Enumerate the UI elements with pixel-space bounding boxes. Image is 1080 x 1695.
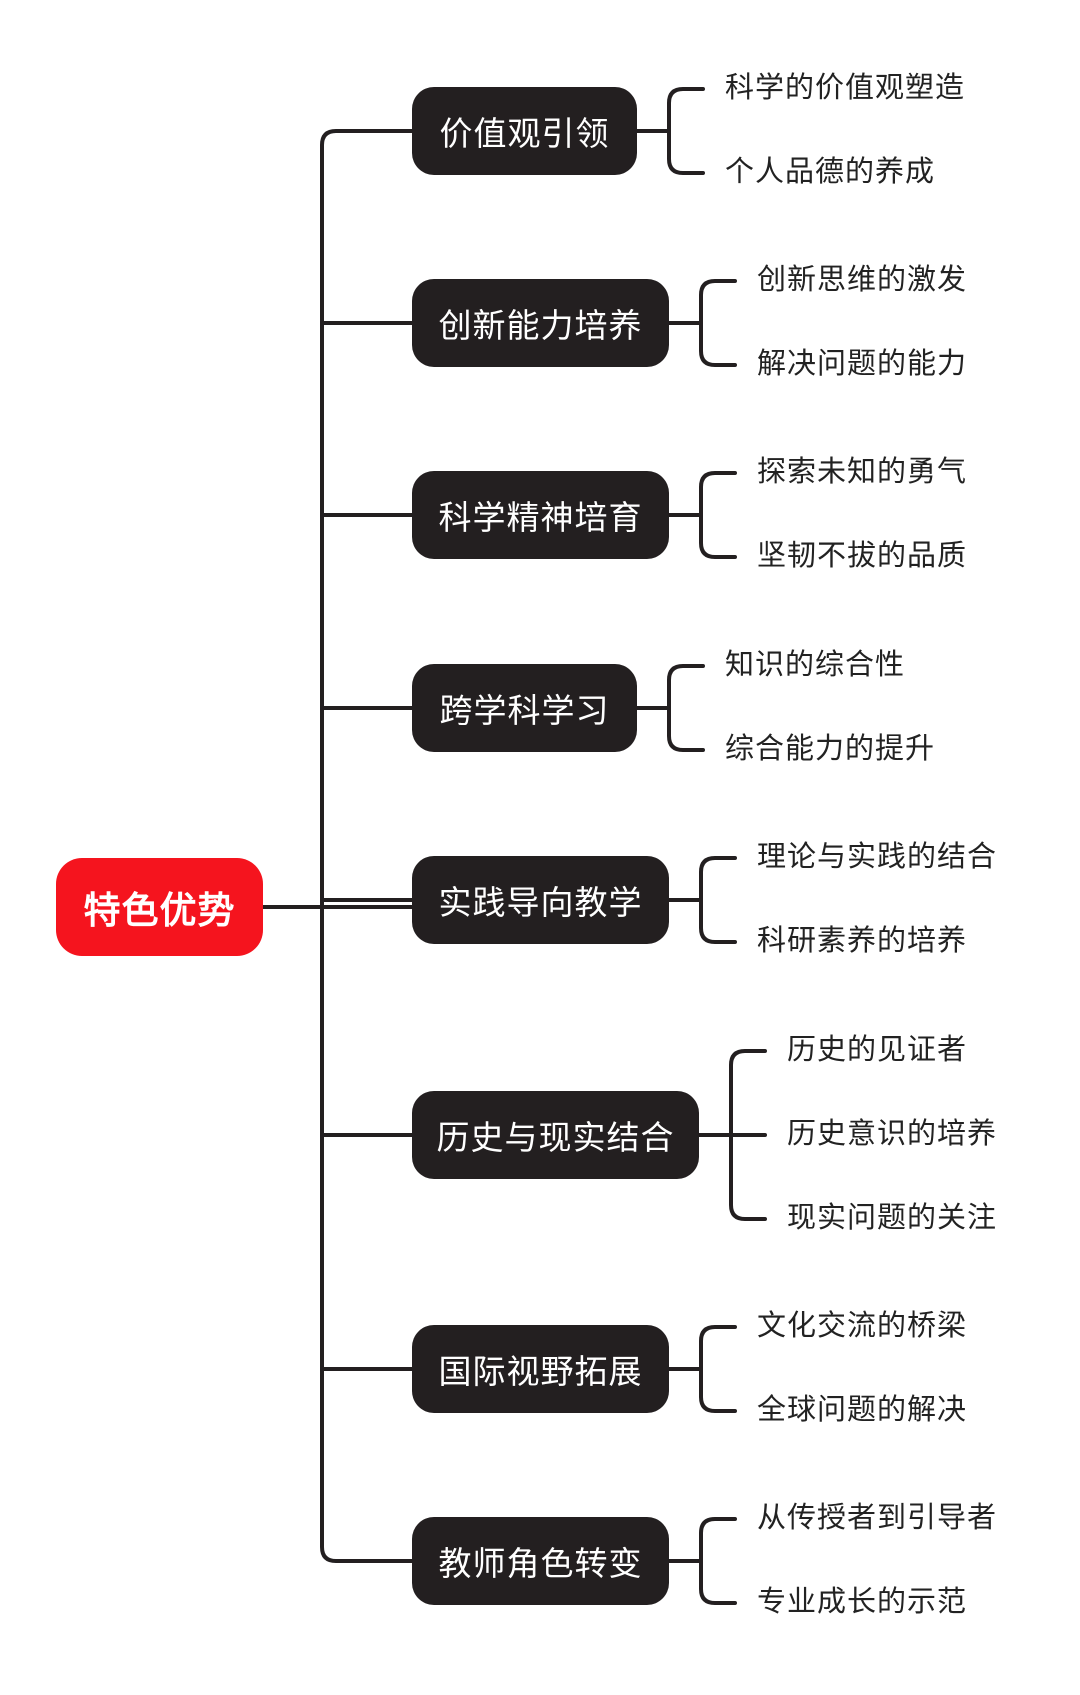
branch-node: 创新能力培养 (412, 279, 669, 367)
root-node: 特色优势 (56, 858, 263, 956)
leaf-item: 解决问题的能力 (757, 346, 968, 380)
leaf-item: 历史意识的培养 (787, 1116, 998, 1150)
bracket-line (699, 471, 737, 559)
branch-label: 实践导向教学 (438, 883, 643, 922)
trunk-line (320, 129, 414, 1563)
leaf-item: 知识的综合性 (725, 647, 906, 681)
leaf-item: 科学的价值观塑造 (725, 70, 966, 104)
branch-node: 实践导向教学 (412, 856, 669, 944)
bracket-line (699, 856, 737, 944)
bracket-line (699, 279, 737, 367)
leaf-item: 理论与实践的结合 (757, 839, 998, 873)
branch-label: 价值观引领 (439, 114, 610, 153)
branch-label: 教师角色转变 (438, 1544, 643, 1583)
branch-node: 国际视野拓展 (412, 1325, 669, 1413)
leaf-item: 从传授者到引导者 (757, 1500, 998, 1534)
leaf-item: 科研素养的培养 (757, 923, 968, 957)
branch-label: 跨学科学习 (439, 691, 610, 730)
bracket-line (699, 1517, 737, 1605)
branch-node: 跨学科学习 (412, 664, 637, 752)
leaf-item: 现实问题的关注 (787, 1200, 998, 1234)
root-label: 特色优势 (83, 889, 236, 932)
branch-label: 历史与现实结合 (436, 1118, 675, 1157)
leaf-item: 个人品德的养成 (725, 154, 936, 188)
branch-label: 国际视野拓展 (438, 1352, 643, 1391)
branch-node: 价值观引领 (412, 87, 637, 175)
bracket-line (667, 87, 705, 175)
leaf-item: 历史的见证者 (787, 1032, 968, 1066)
branch-label: 科学精神培育 (438, 498, 643, 537)
leaf-item: 创新思维的激发 (757, 262, 968, 296)
leaf-item: 文化交流的桥梁 (757, 1308, 968, 1342)
leaf-item: 全球问题的解决 (757, 1392, 968, 1426)
branch-node: 科学精神培育 (412, 471, 669, 559)
leaf-item: 专业成长的示范 (757, 1584, 968, 1618)
bracket-line (667, 664, 705, 752)
leaf-item: 坚韧不拔的品质 (757, 538, 968, 572)
bracket-line (699, 1325, 737, 1413)
branch-node: 历史与现实结合 (412, 1091, 699, 1179)
leaf-item: 综合能力的提升 (725, 731, 936, 765)
branch-node: 教师角色转变 (412, 1517, 669, 1605)
branch-label: 创新能力培养 (438, 306, 643, 345)
leaf-item: 探索未知的勇气 (757, 454, 968, 488)
